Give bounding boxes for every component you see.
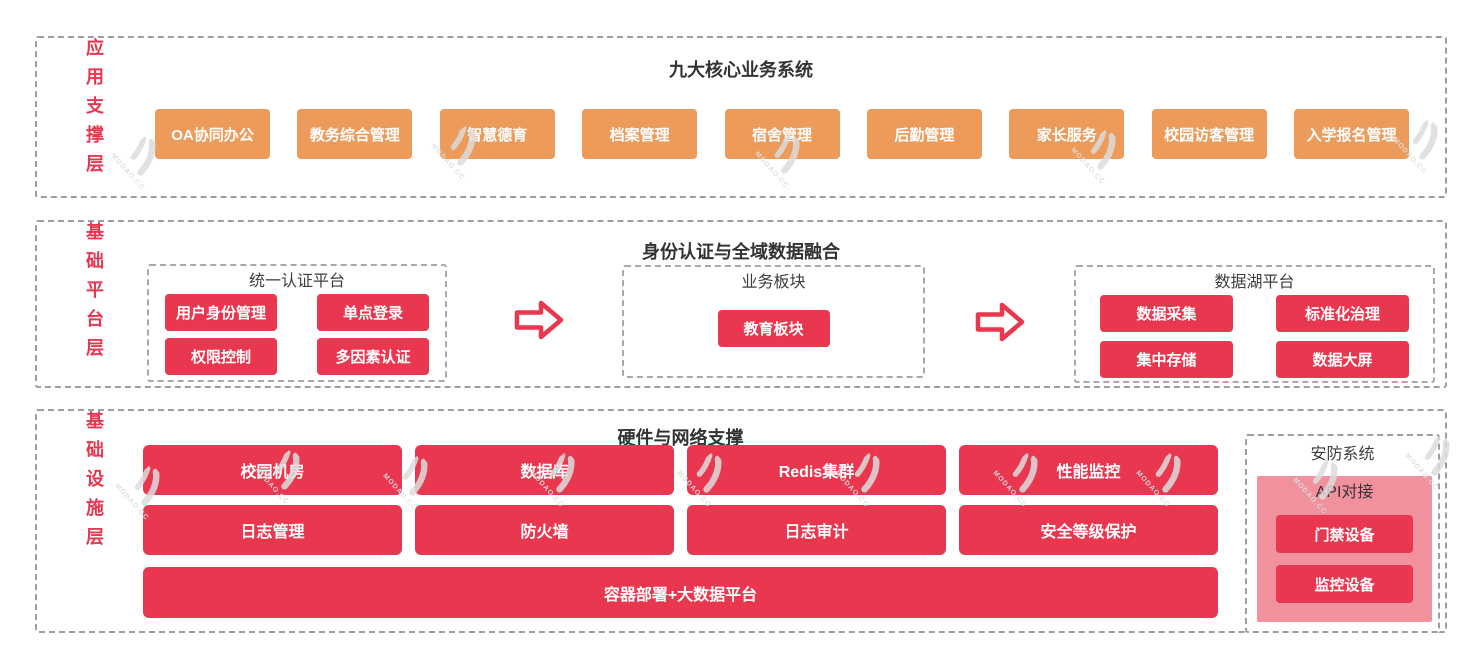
system-node-parents: 家长服务 <box>1009 109 1125 159</box>
infra-node-security-level: 安全等级保护 <box>959 505 1218 555</box>
auth-node-permission: 权限控制 <box>165 338 277 375</box>
infra-node-container-bigdata: 容器部署+大数据平台 <box>143 567 1218 618</box>
datalake-node-collect: 数据采集 <box>1100 295 1233 332</box>
infra-node-redis: Redis集群 <box>687 445 946 495</box>
security-box-title: 安防系统 <box>1310 446 1375 463</box>
auth-node-identity: 用户身份管理 <box>165 294 277 331</box>
system-node-enrollment: 入学报名管理 <box>1294 109 1409 159</box>
layer-label-platform: 基础平台层 <box>84 222 104 367</box>
datalake-items-grid: 数据采集 标准化治理 集中存储 数据大屏 <box>1076 295 1433 378</box>
security-node-surveillance: 监控设备 <box>1276 565 1413 603</box>
infra-node-log-audit: 日志审计 <box>687 505 946 555</box>
system-node-oa: OA协同办公 <box>155 109 270 159</box>
infra-node-database: 数据库 <box>415 445 674 495</box>
system-node-archives: 档案管理 <box>582 109 698 159</box>
datalake-node-storage: 集中存储 <box>1100 341 1233 378</box>
datalake-node-govern: 标准化治理 <box>1276 295 1409 332</box>
datalake-box-title: 数据湖平台 <box>1214 274 1295 291</box>
auth-items-grid: 用户身份管理 单点登录 权限控制 多因素认证 <box>149 294 445 375</box>
layer-label-infra: 基础设施层 <box>84 411 104 556</box>
flow-arrow-right-icon <box>975 302 1025 342</box>
security-system-box: 安防系统 API对接 门禁设备 监控设备 <box>1245 434 1440 633</box>
core-systems-row: OA协同办公 教务综合管理 智慧德育 档案管理 宿舍管理 后勤管理 家长服务 校… <box>155 109 1409 159</box>
infra-node-log-mgmt: 日志管理 <box>143 505 402 555</box>
infra-node-firewall: 防火墙 <box>415 505 674 555</box>
layer-title-identity-data: 身份认证与全域数据融合 <box>642 242 840 262</box>
system-node-moral-edu: 智慧德育 <box>439 109 555 159</box>
system-node-logistics: 后勤管理 <box>866 109 982 159</box>
security-node-access-control: 门禁设备 <box>1276 515 1413 553</box>
app-support-layer: 应用支撑层 九大核心业务系统 OA协同办公 教务综合管理 智慧德育 档案管理 宿… <box>35 36 1447 198</box>
api-integration-panel: API对接 门禁设备 监控设备 <box>1257 476 1432 622</box>
layer-label-app: 应用支撑层 <box>84 38 104 183</box>
datalake-node-dashboard: 数据大屏 <box>1276 341 1409 378</box>
infra-items-grid: 校园机房 数据库 Redis集群 性能监控 日志管理 防火墙 日志审计 安全等级… <box>143 445 1218 555</box>
business-node-education: 教育板块 <box>717 310 830 347</box>
system-node-visitors: 校园访客管理 <box>1151 109 1267 159</box>
layer-title-hardware-network: 硬件与网络支撑 <box>617 428 744 448</box>
infra-node-server-room: 校园机房 <box>143 445 402 495</box>
business-box-title: 业务板块 <box>741 274 806 291</box>
unified-auth-platform-box: 统一认证平台 用户身份管理 单点登录 权限控制 多因素认证 <box>147 264 447 382</box>
auth-box-title: 统一认证平台 <box>248 273 345 290</box>
infra-node-perf-monitor: 性能监控 <box>959 445 1218 495</box>
business-section-box: 业务板块 教育板块 <box>622 265 925 378</box>
system-node-dormitory: 宿舍管理 <box>724 109 840 159</box>
base-platform-layer: 基础平台层 身份认证与全域数据融合 统一认证平台 用户身份管理 单点登录 权限控… <box>35 220 1447 388</box>
api-panel-title: API对接 <box>1315 484 1374 501</box>
layer-title-core-systems: 九大核心业务系统 <box>669 60 813 80</box>
infrastructure-layer: 基础设施层 硬件与网络支撑 校园机房 数据库 Redis集群 性能监控 日志管理… <box>35 409 1447 633</box>
system-node-academic: 教务综合管理 <box>297 109 413 159</box>
auth-node-mfa: 多因素认证 <box>317 338 429 375</box>
data-lake-platform-box: 数据湖平台 数据采集 标准化治理 集中存储 数据大屏 <box>1074 265 1435 383</box>
flow-arrow-right-icon <box>514 300 564 340</box>
auth-node-sso: 单点登录 <box>317 294 429 331</box>
